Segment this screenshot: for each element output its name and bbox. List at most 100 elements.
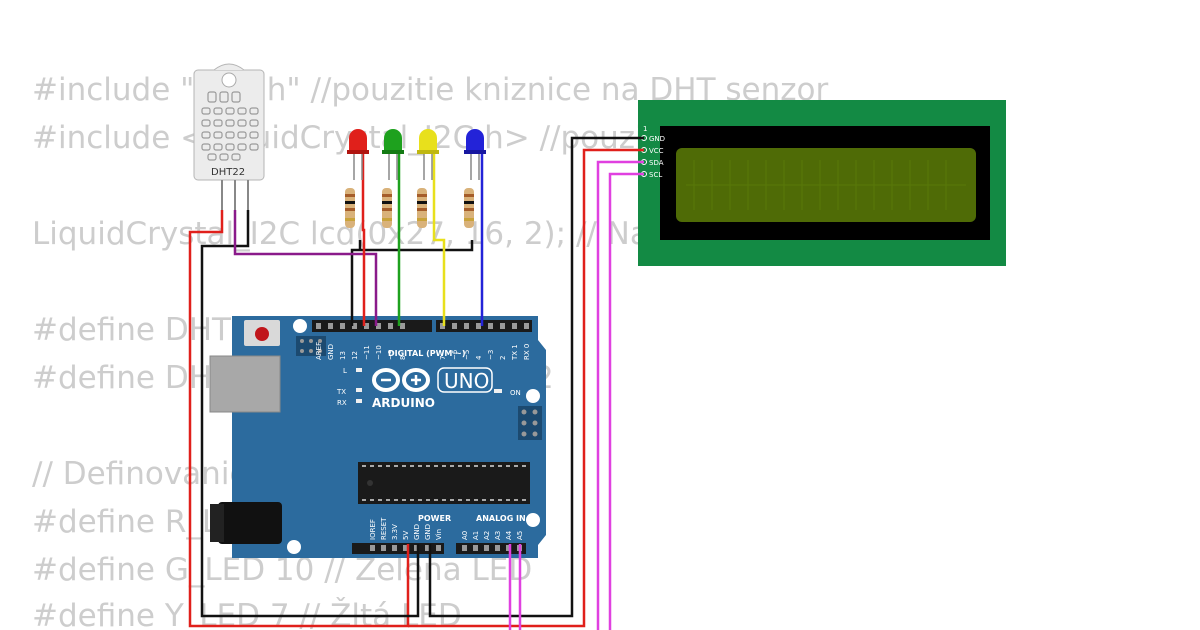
analog-header-pin[interactable] [495, 545, 500, 551]
analog-header-pin[interactable] [484, 545, 489, 551]
power-header-pin[interactable] [370, 545, 375, 551]
dht-label: DHT22 [211, 167, 245, 178]
on-label: ON [510, 389, 521, 397]
analog-header-pin[interactable] [462, 545, 467, 551]
reset-button[interactable] [255, 327, 269, 341]
power-label: POWER [418, 514, 451, 523]
wire-yellow-led [432, 154, 446, 326]
analog-header-pin[interactable] [506, 545, 511, 551]
power-pin-label: RESET [380, 517, 388, 540]
icsp-header-right [518, 406, 542, 440]
power-header-pin[interactable] [403, 545, 408, 551]
analog-header-pin[interactable] [473, 545, 478, 551]
top-pin-label: RX 0 [523, 344, 531, 360]
dht22-sensor[interactable]: DHT22 [193, 63, 265, 210]
resistors [345, 188, 474, 228]
header-pin[interactable] [364, 323, 369, 329]
led-blue[interactable] [464, 129, 486, 180]
icsp-header-top [296, 336, 326, 356]
header-pin[interactable] [476, 323, 481, 329]
mount-hole-4 [526, 513, 540, 527]
mount-hole-2 [526, 389, 540, 403]
top-pin-label: 4 [475, 355, 483, 360]
power-header-pin[interactable] [392, 545, 397, 551]
analog-pin-label: A3 [494, 531, 502, 540]
led-yellow[interactable] [417, 129, 439, 180]
dht-grille [201, 91, 259, 161]
header-pin[interactable] [316, 323, 321, 329]
power-header-pin[interactable] [425, 545, 430, 551]
atmega-chip [358, 462, 530, 504]
resistor-1 [345, 188, 355, 228]
analog-pin-label: A0 [461, 531, 469, 540]
header-pin[interactable] [388, 323, 393, 329]
header-pin[interactable] [340, 323, 345, 329]
tx-label: TX [336, 388, 346, 396]
header-pin[interactable] [328, 323, 333, 329]
header-pin[interactable] [500, 323, 505, 329]
wire-magenta-scl [518, 172, 644, 630]
lcd-module[interactable]: 1 GND VCC SDA SCL [638, 100, 1006, 266]
arduino-logo-icon [372, 368, 430, 392]
power-pin-label: GND [424, 524, 432, 540]
header-pin[interactable] [452, 323, 457, 329]
lcd-pin-sda: SDA [649, 159, 664, 167]
top-pin-label: 2 [499, 356, 507, 360]
wire-red-led [361, 154, 366, 326]
power-pin-label: IOREF [369, 519, 377, 540]
lcd-pin-scl: SCL [649, 171, 662, 179]
power-jack [218, 502, 282, 544]
mount-hole-3 [287, 540, 301, 554]
header-pin[interactable] [440, 323, 445, 329]
uno-label: UNO [444, 369, 489, 393]
wire-red-lcd-vcc [408, 148, 644, 628]
power-header [352, 543, 444, 554]
led-red[interactable] [347, 129, 369, 180]
power-header-pin[interactable] [414, 545, 419, 551]
top-pin-label: 8 [399, 356, 407, 360]
top-pin-label: GND [327, 344, 335, 360]
header-pin[interactable] [512, 323, 517, 329]
analog-header [456, 543, 526, 554]
wire-black-lcd-gnd [428, 136, 644, 618]
resistor-2 [382, 188, 392, 228]
analog-label: ANALOG IN [476, 514, 526, 523]
header-pin[interactable] [524, 323, 529, 329]
power-pin-label: Vin [435, 529, 443, 540]
rx-label: RX [337, 399, 347, 407]
header-pin[interactable] [400, 323, 405, 329]
led-rx [356, 399, 362, 403]
wire-purple-dht-data [233, 210, 378, 326]
top-pin-label: TX 1 [511, 344, 519, 361]
led-green[interactable] [382, 129, 404, 180]
top-header-right [436, 320, 532, 332]
mount-hole-icon [221, 72, 237, 88]
power-header-pin[interactable] [381, 545, 386, 551]
header-pin[interactable] [488, 323, 493, 329]
analog-pin-label: A1 [472, 531, 480, 540]
code-line-12: #define Y_LED 7 // Žltá LED [32, 598, 462, 630]
dht-legs [221, 180, 249, 210]
analog-pin-label: A4 [505, 530, 513, 540]
uno-badge [437, 367, 493, 393]
wire-black-dht-gnd [200, 210, 420, 618]
digital-label: DIGITAL (PWM ~) [388, 349, 466, 358]
lcd-char-grid [686, 160, 966, 210]
top-pin-label: ~9 [387, 350, 395, 360]
top-pin-label: 13 [339, 351, 347, 360]
header-pin[interactable] [352, 323, 357, 329]
header-pin[interactable] [376, 323, 381, 329]
leds[interactable] [347, 129, 486, 180]
header-pin[interactable] [464, 323, 469, 329]
lcd-pin-vcc: VCC [649, 147, 664, 155]
top-pin-label: 12 [351, 351, 359, 360]
power-header-pin[interactable] [436, 545, 441, 551]
analog-pin-label: A2 [483, 531, 491, 540]
led-on [494, 389, 502, 393]
header-pins-bottom [370, 545, 522, 551]
led-l [356, 368, 362, 372]
